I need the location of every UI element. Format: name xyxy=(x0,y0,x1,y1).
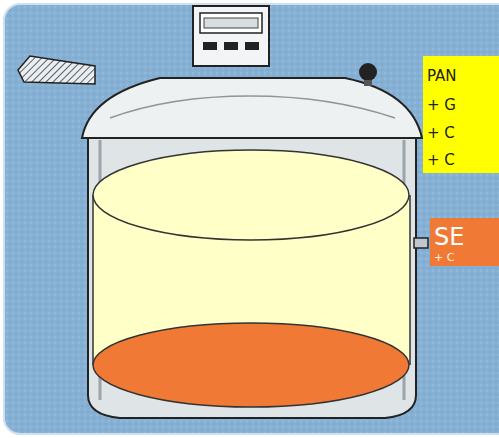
panel-line: + C xyxy=(427,125,495,142)
highlight-panel: SE+ C xyxy=(430,218,499,266)
panel-heading: SE xyxy=(434,224,495,252)
panel-heading: PAN xyxy=(427,68,495,85)
panel-line: + C xyxy=(427,152,495,169)
panel-line: + G xyxy=(427,97,495,114)
panel-line: + C xyxy=(434,252,495,265)
text-panel: PAN + G + C + C xyxy=(423,56,499,173)
